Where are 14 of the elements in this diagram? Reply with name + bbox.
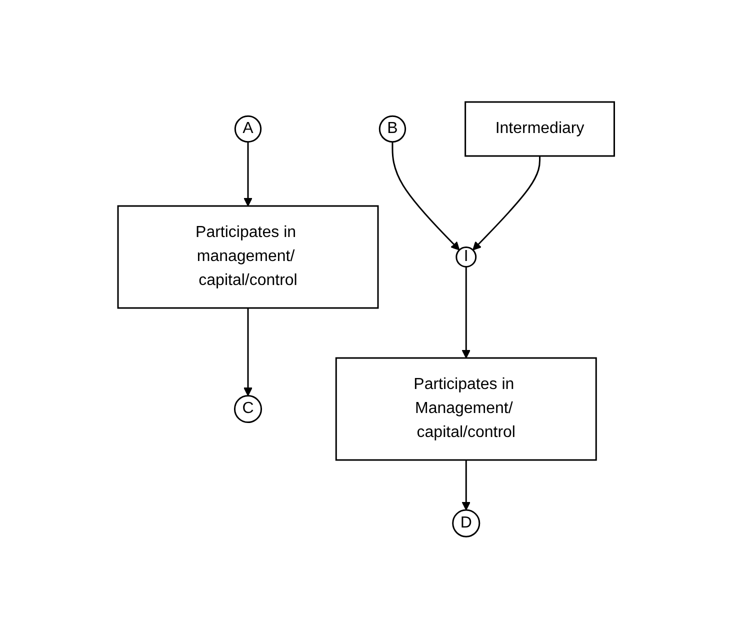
arrow	[472, 156, 540, 251]
node-circle: A	[234, 116, 262, 143]
arrow	[462, 460, 470, 511]
node-box: Participates in Management/ capital/control	[335, 357, 597, 461]
node-circle: B	[378, 116, 406, 143]
node-circle: C	[234, 395, 262, 424]
arrow	[462, 266, 470, 359]
node-box: Intermediary	[464, 101, 615, 157]
arrow	[243, 308, 252, 396]
node-box: Participates in management/ capital/control	[117, 205, 379, 309]
arrow	[243, 142, 252, 207]
node-circle: D	[452, 509, 480, 538]
node-circle: I	[456, 246, 476, 268]
arrow	[392, 142, 460, 251]
